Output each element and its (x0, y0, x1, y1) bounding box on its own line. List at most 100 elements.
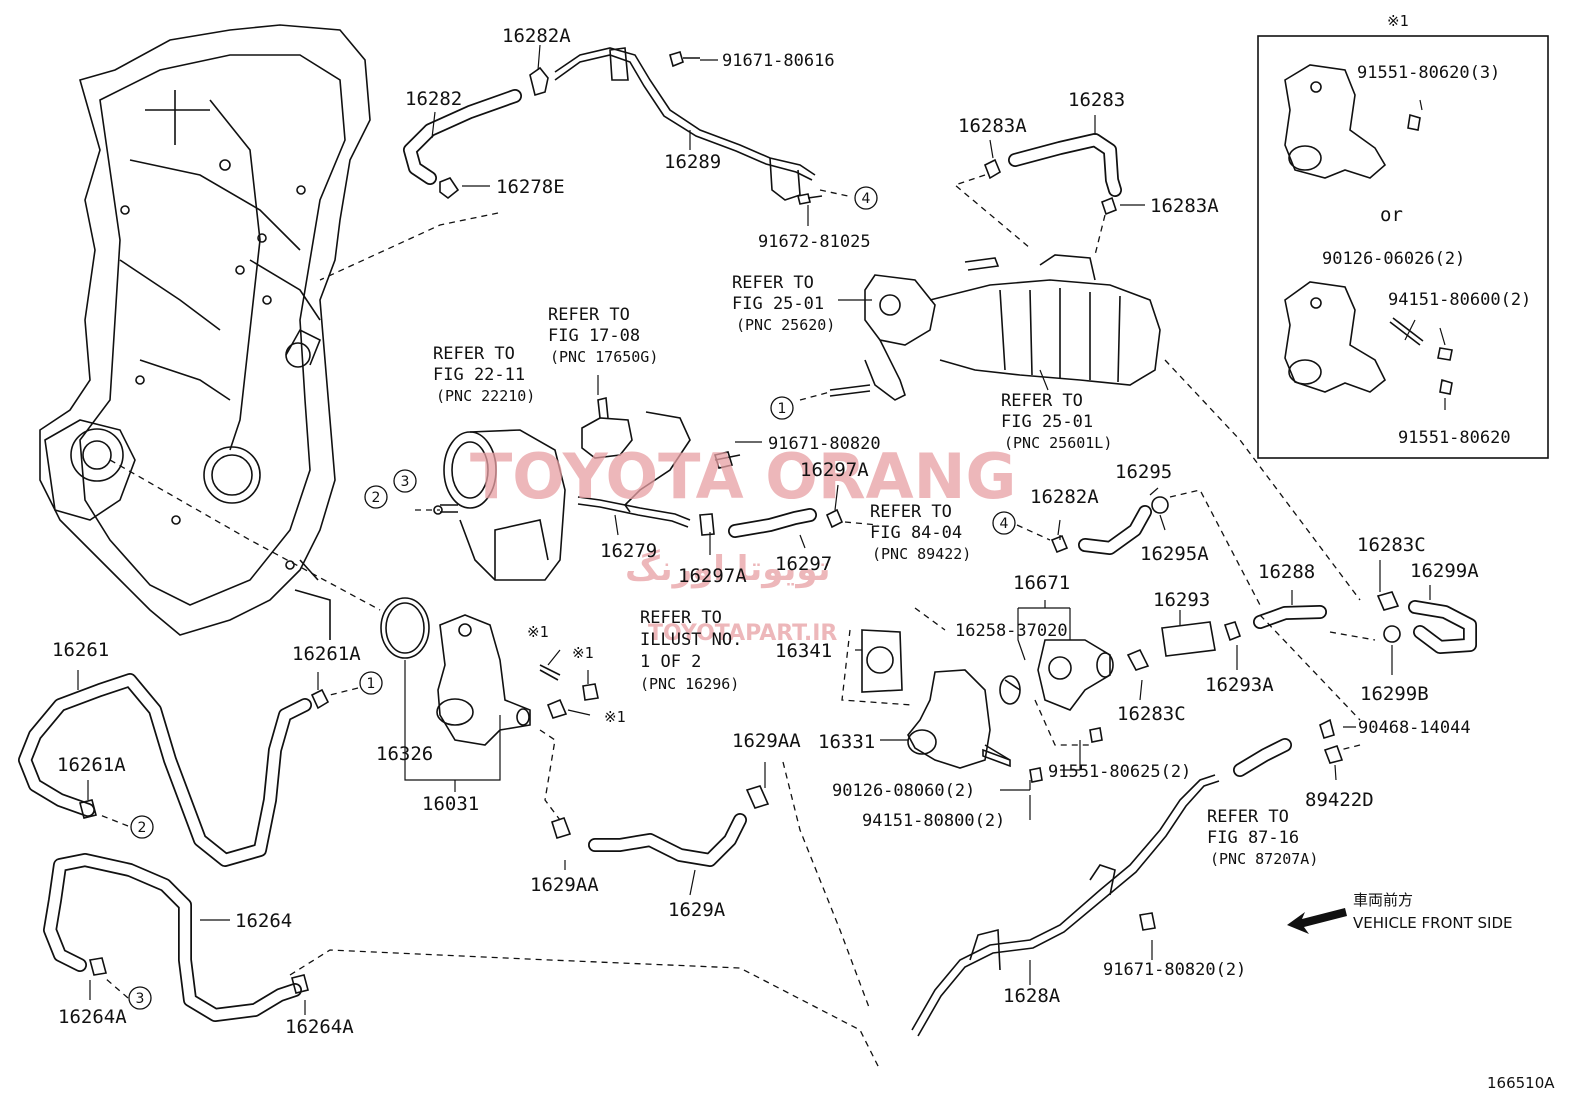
marker-1a: 1 (778, 401, 787, 417)
inset-mark: ※1 (1387, 12, 1409, 30)
reference-notes: REFER TO FIG 25-01 (PNC 25620) REFER TO … (433, 273, 1318, 868)
part-labels: 16282A 16282 16278E 16289 91671-80616 91… (52, 25, 1479, 1038)
label-90468-14044: 90468-14044 (1358, 718, 1471, 738)
hoses (18, 47, 1477, 1037)
label-91672-81025: 91672-81025 (758, 232, 871, 252)
ref-25620-line2: FIG 25-01 (732, 294, 824, 314)
ref-25601L-line1: REFER TO (1001, 391, 1083, 411)
clamps-and-bolts (79, 51, 1401, 994)
label-16283: 16283 (1068, 89, 1125, 111)
watermark-site: TOYOTAPART.IR (648, 621, 837, 646)
label-16341: 16341 (775, 640, 832, 662)
label-91671-80616: 91671-80616 (722, 51, 835, 71)
label-16297: 16297 (775, 553, 832, 575)
ref-22210-line3: (PNC 22210) (436, 387, 535, 405)
water-inlet-illustration (380, 597, 531, 746)
egr-cooler-illustration (829, 254, 1161, 401)
label-16326: 16326 (376, 743, 433, 765)
ref-17650G-line3: (PNC 17650G) (550, 348, 658, 366)
ref-89422-line2: FIG 84-04 (870, 523, 962, 543)
ref-16296-line1: REFER TO (640, 608, 722, 628)
ref-17650G-line2: FIG 17-08 (548, 326, 640, 346)
ref-25601L-line3: (PNC 25601L) (1004, 434, 1112, 452)
label-16295: 16295 (1115, 461, 1172, 483)
label-16295A: 16295A (1140, 543, 1209, 565)
timing-cover-illustration (39, 24, 371, 640)
ref-89422-line1: REFER TO (870, 502, 952, 522)
label-16282A: 16282A (502, 25, 571, 47)
inset-label-91551-80620: 91551-80620 (1398, 428, 1511, 448)
label-16264A-right: 16264A (285, 1016, 354, 1038)
label-16297A-bottom: 16297A (678, 565, 747, 587)
diagram-id: 166510A (1487, 1074, 1555, 1092)
label-1628A: 1628A (1003, 985, 1061, 1007)
circle-markers: 4 1 3 2 4 1 2 3 (128, 186, 1016, 1010)
label-16258-37020: 16258-37020 (955, 621, 1068, 641)
label-90126-08060: 90126-08060(2) (832, 781, 975, 801)
front-arrow-icon (1287, 908, 1347, 934)
label-16293: 16293 (1153, 589, 1210, 611)
label-1629AA-bottom: 1629AA (530, 874, 599, 896)
ref-16296-line4: (PNC 16296) (640, 675, 739, 693)
label-16261A-top: 16261A (292, 643, 361, 665)
inset-label-91551-80620-3: 91551-80620(3) (1357, 63, 1500, 83)
label-16261: 16261 (52, 639, 109, 661)
label-16264A-left: 16264A (58, 1006, 127, 1028)
inset-or-label: or (1380, 204, 1403, 226)
label-94151-80800: 94151-80800(2) (862, 811, 1005, 831)
label-16293A: 16293A (1205, 674, 1274, 696)
label-16031: 16031 (422, 793, 479, 815)
ref-16296-line2: ILLUST NO. (640, 630, 742, 650)
marker-2b: 2 (138, 820, 147, 836)
water-outlet-illustration (861, 629, 1114, 769)
ref-87207A-line1: REFER TO (1207, 807, 1289, 827)
throttle-body-illustration (433, 429, 566, 581)
ref-22210-line2: FIG 22-11 (433, 365, 525, 385)
ref-25601L-line2: FIG 25-01 (1001, 412, 1093, 432)
ref-87207A-line2: FIG 87-16 (1207, 828, 1299, 848)
marker-1b: 1 (367, 676, 376, 692)
label-16282: 16282 (405, 88, 462, 110)
label-91551-80625: 91551-80625(2) (1048, 762, 1191, 782)
ref-25620-line1: REFER TO (732, 273, 814, 293)
label-16264: 16264 (235, 910, 292, 932)
ref-22210-line1: REFER TO (433, 344, 515, 364)
label-16299B: 16299B (1360, 683, 1429, 705)
label-16671: 16671 (1013, 572, 1070, 594)
ref-17650G-line1: REFER TO (548, 305, 630, 325)
marker-4a: 4 (862, 191, 871, 207)
label-x1-a: ※1 (527, 623, 549, 641)
label-x1-c: ※1 (604, 708, 626, 726)
ref-87207A-line3: (PNC 87207A) (1210, 850, 1318, 868)
label-16297A-top: 16297A (800, 459, 869, 481)
label-16279: 16279 (600, 540, 657, 562)
label-1629AA-top: 1629AA (732, 730, 801, 752)
marker-3a: 3 (401, 474, 410, 490)
label-16289: 16289 (664, 151, 721, 173)
label-16331: 16331 (818, 731, 875, 753)
label-x1-b: ※1 (572, 644, 594, 662)
label-16282A-mid: 16282A (1030, 486, 1099, 508)
dashed-connectors (99, 174, 1376, 1071)
inset-label-90126-06026: 90126-06026(2) (1322, 249, 1465, 269)
inset-box (1257, 35, 1549, 459)
label-16283C-bottom: 16283C (1117, 703, 1186, 725)
front-label-en: VEHICLE FRONT SIDE (1353, 914, 1513, 932)
label-1629A: 1629A (668, 899, 726, 921)
label-16283C-right: 16283C (1357, 534, 1426, 556)
label-16261A-left: 16261A (57, 754, 126, 776)
watermark-brand: TOYOTA ORANG (470, 440, 1016, 513)
inset-label-94151-80600: 94151-80600(2) (1388, 290, 1531, 310)
inset-labels: ※1 91551-80620(3) or 90126-06026(2) 9415… (1322, 12, 1531, 448)
label-16283A-right: 16283A (1150, 195, 1219, 217)
vehicle-front-indicator: 車両前方 VEHICLE FRONT SIDE (1287, 891, 1513, 934)
label-89422D: 89422D (1305, 789, 1374, 811)
label-16278E: 16278E (496, 176, 565, 198)
marker-3b: 3 (136, 991, 145, 1007)
leader-lines (77, 44, 1446, 1015)
front-label-jp: 車両前方 (1353, 891, 1413, 909)
label-16283A-top: 16283A (958, 115, 1027, 137)
marker-2a: 2 (372, 490, 381, 506)
label-16299A: 16299A (1410, 560, 1479, 582)
